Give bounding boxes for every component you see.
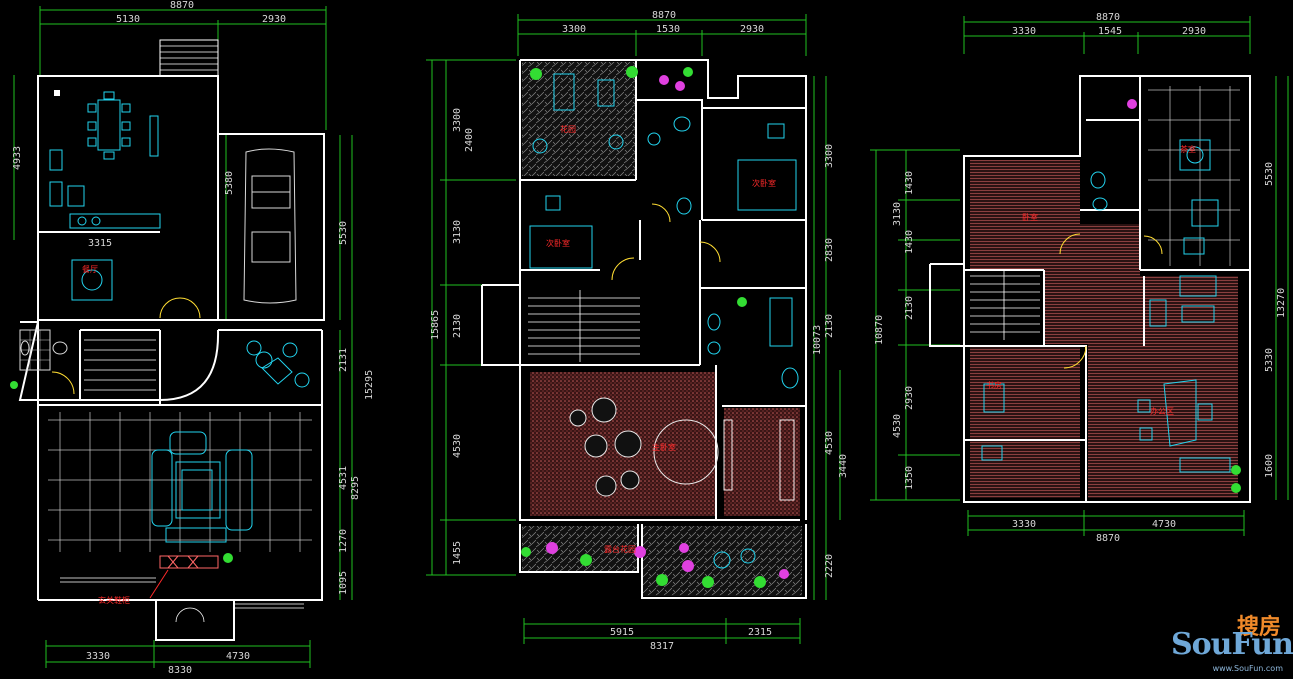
first-floor-plan: 8870 3300 1530 2930 3300 2400 3130 2130 … — [426, 10, 849, 652]
dim-right-f: 8295 — [350, 476, 361, 500]
dim-top-c: 2930 — [1182, 26, 1206, 37]
dim-right-total: 15295 — [364, 370, 375, 400]
dim-top-total: 8870 — [170, 0, 194, 11]
room-label-garden: 花园 — [560, 124, 576, 134]
dim-left-f: 1455 — [452, 541, 463, 565]
ground-floor-plan: 8870 5130 2930 4933 5380 3315 5530 2131 … — [10, 0, 375, 676]
dim-left-d: 2130 — [904, 296, 915, 320]
dim-right-g: 3440 — [838, 454, 849, 478]
dim-bottom-a: 3330 — [86, 651, 110, 662]
plant-icon — [1231, 465, 1241, 493]
dim-top-a: 3330 — [1012, 26, 1036, 37]
dim-right-d: 1600 — [1264, 454, 1275, 478]
dim-bottom-total: 8330 — [168, 665, 192, 676]
dim-right-d: 1270 — [338, 529, 349, 553]
watermark-url: www.SouFun.com — [1212, 664, 1283, 673]
room-label-study: 书房 — [986, 380, 1002, 390]
watermark-brand: SouFun — [1171, 627, 1293, 662]
dim-left-total: 10870 — [874, 315, 885, 345]
bedroom-furniture-icon — [529, 73, 799, 569]
dim-right-c: 5330 — [1264, 348, 1275, 372]
dim-right-b: 13270 — [1276, 288, 1287, 318]
car-icon — [243, 148, 297, 304]
sofa-set-icon — [151, 340, 310, 543]
dim-left-a: 3300 — [452, 108, 463, 132]
dim-right-e: 2220 — [824, 554, 835, 578]
dim-top-b: 1545 — [1098, 26, 1122, 37]
dim-bottom-total: 8870 — [1096, 533, 1120, 544]
dim-bottom-total: 8317 — [650, 641, 674, 652]
room-label-terrace: 露台花园 — [604, 544, 636, 554]
dim-top-a: 3300 — [562, 24, 586, 35]
room-label-office: 办公区 — [1150, 406, 1174, 416]
dim-top-c: 2930 — [740, 24, 764, 35]
watermark-cn: 搜房 — [1236, 615, 1281, 640]
dim-right-c: 4531 — [338, 466, 349, 490]
dim-right-c: 2130 — [824, 314, 835, 338]
dim-left-total: 15865 — [430, 310, 441, 340]
dim-left-c: 1430 — [904, 230, 915, 254]
dim-left-a: 1430 — [904, 171, 915, 195]
dim-left-b: 3130 — [892, 202, 903, 226]
room-label-bed3: 次卧室 — [752, 178, 776, 188]
room-label-bed2: 次卧室 — [546, 238, 570, 248]
room-label-dining: 餐厅 — [82, 265, 98, 274]
dim-left-c: 3130 — [452, 220, 463, 244]
dim-top-b: 2930 — [262, 14, 286, 25]
dim-garage: 5380 — [224, 171, 235, 195]
dim-left-b: 2400 — [464, 128, 475, 152]
dim-left-d: 2130 — [452, 314, 463, 338]
room-label-entry: 玄关鞋柜 — [98, 595, 130, 605]
room-label-bedroom: 卧室 — [1022, 212, 1038, 222]
plant-icon — [10, 381, 233, 563]
dim-right-e: 1095 — [338, 571, 349, 595]
dim-bottom-b: 2315 — [748, 627, 772, 638]
room-label-tea: 茶室 — [1180, 144, 1196, 154]
dim-top-total: 8870 — [1096, 12, 1120, 23]
dim-bottom-b: 4730 — [226, 651, 250, 662]
soufun-watermark: 搜房 SouFun www.SouFun.com — [1171, 609, 1293, 673]
dim-right-a: 3300 — [824, 144, 835, 168]
dim-left-a: 4933 — [12, 146, 23, 170]
dim-bottom-a: 3330 — [1012, 519, 1036, 530]
plant-icon — [1127, 99, 1137, 109]
plant-icon — [521, 66, 789, 588]
office-furniture-icon — [981, 139, 1231, 473]
dim-right-d: 4530 — [824, 431, 835, 455]
dim-top-total: 8870 — [652, 10, 676, 21]
dim-left-f: 4530 — [892, 414, 903, 438]
dim-bottom-a: 5915 — [610, 627, 634, 638]
dim-bottom-b: 4730 — [1152, 519, 1176, 530]
dining-table-icon — [49, 91, 161, 301]
second-floor-plan: 8870 3330 1545 2930 1430 3130 1430 2130 … — [870, 12, 1289, 544]
dim-right-b: 2830 — [824, 238, 835, 262]
dim-top-b: 1530 — [656, 24, 680, 35]
dim-inner: 3315 — [88, 238, 112, 249]
dim-left-e: 2930 — [904, 386, 915, 410]
dim-left-e: 4530 — [452, 434, 463, 458]
dim-right-a: 5530 — [338, 221, 349, 245]
dim-right-a: 5530 — [1264, 162, 1275, 186]
dim-right-b: 2131 — [338, 348, 349, 372]
dim-right-f: 10073 — [812, 325, 823, 355]
dim-left-g: 1350 — [904, 466, 915, 490]
dim-top-a: 5130 — [116, 14, 140, 25]
room-label-master: 主卧室 — [652, 442, 676, 452]
